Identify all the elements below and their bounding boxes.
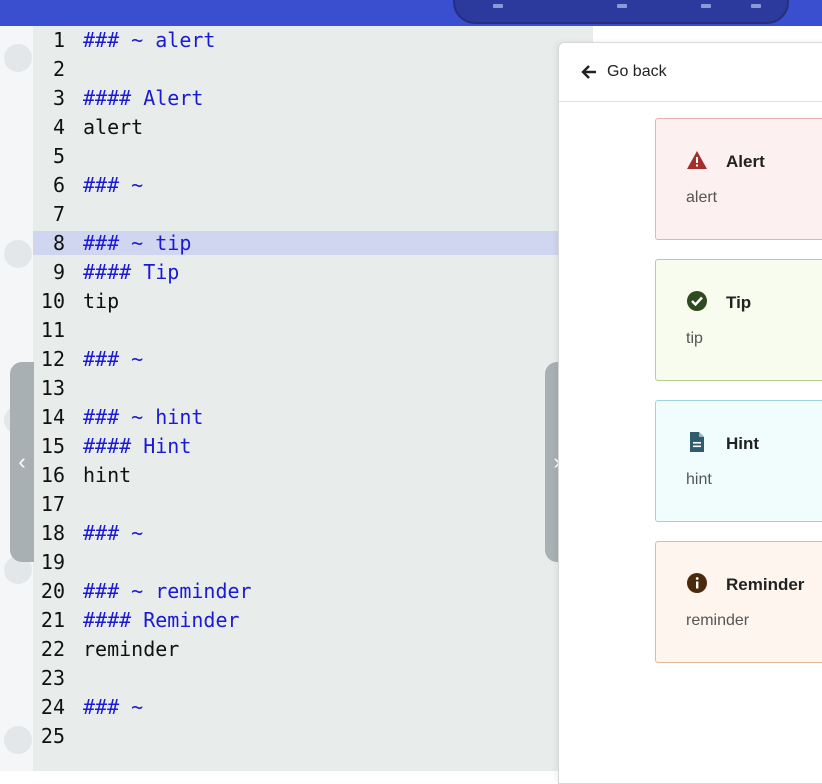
line-text: hint bbox=[83, 463, 132, 487]
decoration-dot bbox=[4, 726, 32, 754]
line-number: 14 bbox=[40, 405, 65, 429]
line-number: 13 bbox=[40, 376, 65, 400]
toolbar-item-icon[interactable] bbox=[701, 4, 711, 8]
card-body: tip bbox=[686, 330, 703, 347]
decoration-dot bbox=[4, 44, 32, 72]
line-text: reminder bbox=[83, 637, 180, 661]
line-number: 20 bbox=[40, 579, 65, 603]
card-body: hint bbox=[686, 471, 712, 488]
line-text: ### ~ tip bbox=[83, 231, 192, 255]
code-line[interactable]: 19 bbox=[33, 548, 560, 577]
hint-card: Hint hint bbox=[655, 400, 822, 522]
line-number: 25 bbox=[40, 724, 65, 748]
toolbar-item-icon[interactable] bbox=[617, 4, 627, 8]
code-line[interactable]: 18 ### ~ bbox=[33, 519, 560, 548]
card-title: Reminder bbox=[726, 575, 805, 594]
line-number: 16 bbox=[40, 463, 65, 487]
reminder-card: Reminder reminder bbox=[655, 541, 822, 663]
line-number: 15 bbox=[40, 434, 65, 458]
line-text: #### Hint bbox=[83, 434, 192, 458]
line-number: 9 bbox=[52, 260, 65, 284]
line-text: alert bbox=[83, 115, 144, 139]
code-line[interactable]: 24 ### ~ bbox=[33, 693, 560, 722]
info-circle-icon bbox=[686, 572, 708, 594]
preview-panel: Go back Alert alert Tip tip Hint hint Re… bbox=[558, 42, 822, 784]
go-back-button[interactable]: Go back bbox=[559, 43, 822, 102]
code-line[interactable]: 2 bbox=[33, 55, 560, 84]
line-number: 10 bbox=[40, 289, 65, 313]
line-text: ### ~ bbox=[83, 173, 144, 197]
line-number: 8 bbox=[52, 231, 65, 255]
code-line[interactable]: 22 reminder bbox=[33, 635, 560, 664]
line-text: ### ~ alert bbox=[83, 28, 216, 52]
line-number: 7 bbox=[52, 202, 65, 226]
line-text: ### ~ hint bbox=[83, 405, 204, 429]
code-line[interactable]: 15 #### Hint bbox=[33, 432, 560, 461]
code-line[interactable]: 4 alert bbox=[33, 113, 560, 142]
line-number: 12 bbox=[40, 347, 65, 371]
chevron-left-icon: ‹ bbox=[18, 449, 26, 474]
line-number: 2 bbox=[52, 57, 65, 81]
code-line[interactable]: 3 #### Alert bbox=[33, 84, 560, 113]
code-line[interactable]: 25 bbox=[33, 722, 560, 751]
code-line[interactable]: 14 ### ~ hint bbox=[33, 403, 560, 432]
line-text: ### ~ bbox=[83, 695, 144, 719]
line-number: 22 bbox=[40, 637, 65, 661]
chevron-right-icon: › bbox=[553, 449, 561, 474]
arrow-left-icon bbox=[581, 64, 597, 80]
line-number: 11 bbox=[40, 318, 65, 342]
code-line[interactable]: 11 bbox=[33, 316, 560, 345]
code-line[interactable]: 8 ### ~ tip bbox=[33, 231, 560, 255]
card-body: reminder bbox=[686, 612, 750, 629]
code-line[interactable]: 10 tip bbox=[33, 287, 560, 316]
line-number: 6 bbox=[52, 173, 65, 197]
alert-card: Alert alert bbox=[655, 118, 822, 240]
tip-card: Tip tip bbox=[655, 259, 822, 381]
code-line[interactable]: 20 ### ~ reminder bbox=[33, 577, 560, 606]
line-number: 3 bbox=[52, 86, 65, 110]
code-line[interactable]: 9 #### Tip bbox=[33, 258, 560, 287]
line-text: #### Reminder bbox=[83, 608, 240, 632]
line-text: ### ~ reminder bbox=[83, 579, 252, 603]
code-line[interactable]: 12 ### ~ bbox=[33, 345, 560, 374]
line-text: ### ~ bbox=[83, 347, 144, 371]
code-line[interactable]: 13 bbox=[33, 374, 560, 403]
line-text: ### ~ bbox=[83, 521, 144, 545]
line-number: 17 bbox=[40, 492, 65, 516]
warning-triangle-icon bbox=[686, 149, 708, 171]
line-number: 23 bbox=[40, 666, 65, 690]
code-line[interactable]: 5 bbox=[33, 142, 560, 171]
top-toolbar bbox=[0, 0, 822, 26]
code-line[interactable]: 21 #### Reminder bbox=[33, 606, 560, 635]
card-title: Tip bbox=[726, 293, 752, 312]
document-icon bbox=[686, 431, 708, 453]
code-line[interactable]: 17 bbox=[33, 490, 560, 519]
line-text: #### Tip bbox=[83, 260, 180, 284]
line-text: #### Alert bbox=[83, 86, 204, 110]
line-number: 18 bbox=[40, 521, 65, 545]
check-circle-icon bbox=[686, 290, 708, 312]
line-number: 24 bbox=[40, 695, 65, 719]
code-line[interactable]: 1 ### ~ alert bbox=[33, 26, 560, 55]
go-back-label: Go back bbox=[607, 63, 667, 80]
line-number: 21 bbox=[40, 608, 65, 632]
decoration-dot bbox=[4, 240, 32, 268]
code-line[interactable]: 16 hint bbox=[33, 461, 560, 490]
code-line[interactable]: 23 bbox=[33, 664, 560, 693]
code-line[interactable]: 6 ### ~ bbox=[33, 171, 560, 200]
collapse-left-button[interactable]: ‹ bbox=[10, 362, 34, 562]
line-number: 19 bbox=[40, 550, 65, 574]
toolbar-button-group[interactable] bbox=[453, 0, 789, 24]
card-title: Hint bbox=[726, 434, 760, 453]
line-number: 5 bbox=[52, 144, 65, 168]
card-body: alert bbox=[686, 189, 718, 206]
code-line[interactable]: 7 bbox=[33, 200, 560, 229]
card-title: Alert bbox=[726, 152, 765, 171]
line-text: tip bbox=[83, 289, 120, 313]
line-number: 4 bbox=[52, 115, 65, 139]
line-number: 1 bbox=[52, 28, 65, 52]
toolbar-item-icon[interactable] bbox=[751, 4, 761, 8]
toolbar-item-icon[interactable] bbox=[493, 4, 503, 8]
